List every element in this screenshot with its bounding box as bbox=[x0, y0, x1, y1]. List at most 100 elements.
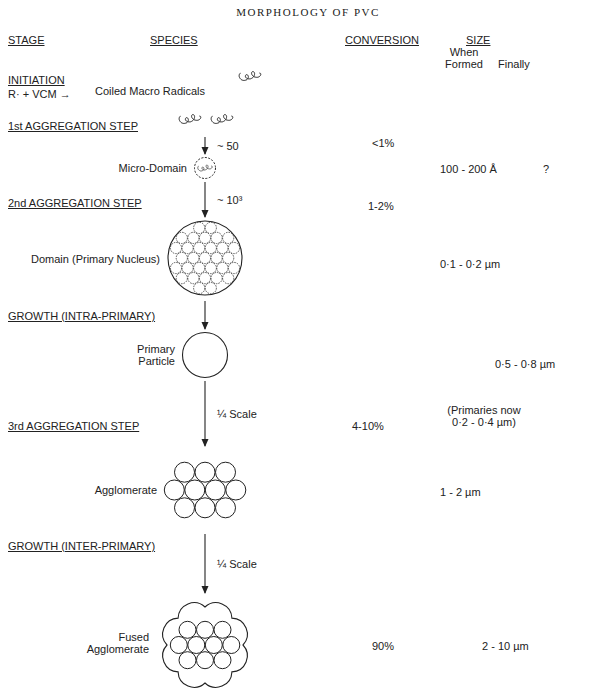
fused-primary bbox=[205, 637, 222, 654]
primary-particle bbox=[164, 480, 184, 500]
fused-primary bbox=[214, 652, 231, 669]
micro-domain-cell bbox=[199, 232, 210, 243]
domain-outline bbox=[168, 221, 242, 295]
primary-particle bbox=[175, 498, 195, 518]
micro-domain-cell bbox=[188, 273, 199, 284]
diagram-title: MORPHOLOGY OF PVC bbox=[0, 6, 616, 18]
column-subheading: When Formed bbox=[438, 46, 490, 70]
size-value: 100 - 200 Å bbox=[440, 163, 497, 175]
micro-domain-cell bbox=[205, 283, 216, 294]
primary-particle bbox=[216, 462, 236, 482]
primary-particle bbox=[175, 462, 195, 482]
arrow-label: ~ 50 bbox=[215, 140, 241, 152]
radical-group-shape bbox=[175, 103, 239, 135]
micro-domain-cell bbox=[176, 252, 187, 263]
fused-outline bbox=[163, 603, 248, 688]
coiled-radical bbox=[211, 115, 233, 124]
size-value: 2 - 10 µm bbox=[482, 640, 529, 652]
coiled-radical bbox=[239, 72, 261, 81]
micro-domain-cell bbox=[223, 252, 234, 263]
primary-particle bbox=[226, 480, 246, 500]
agglomerate: Agglomerate bbox=[60, 448, 247, 532]
column-heading: CONVERSION bbox=[345, 34, 419, 46]
conversion-value: 90% bbox=[372, 640, 394, 652]
micro-domain-cell bbox=[182, 242, 193, 253]
micro-domain-cell bbox=[205, 242, 216, 253]
species-name: Coiled Macro Radicals bbox=[95, 85, 205, 97]
fused-primary bbox=[179, 621, 196, 638]
primary-particle bbox=[205, 480, 225, 500]
micro-domain-cell bbox=[188, 232, 199, 243]
primary-particle bbox=[195, 498, 215, 518]
micro-domain-shape bbox=[193, 156, 217, 180]
micro-domain: Micro-Domain bbox=[90, 156, 217, 180]
primary-particle bbox=[185, 480, 205, 500]
micro-domain-outline bbox=[195, 158, 216, 179]
micro-domain-coils bbox=[198, 165, 212, 171]
micro-domain-cell bbox=[223, 232, 234, 243]
micro-domain-cell bbox=[194, 222, 205, 233]
species-name: Fused Agglomerate bbox=[77, 631, 149, 655]
fused-primary bbox=[223, 637, 240, 654]
species-name: Micro-Domain bbox=[119, 162, 187, 174]
micro-domain-cell bbox=[170, 242, 181, 253]
primary-particle bbox=[195, 462, 215, 482]
species-name: Agglomerate bbox=[95, 484, 157, 496]
micro-domain-cell bbox=[194, 262, 205, 273]
micro-domain-cell bbox=[205, 262, 216, 273]
arrow-label: ¼ Scale bbox=[215, 558, 259, 570]
column-subheading: Finally bbox=[498, 58, 530, 70]
micro-domain-cell bbox=[211, 252, 222, 263]
micro-domain-cell bbox=[228, 242, 239, 253]
domain: Domain (Primary Nucleus) bbox=[20, 219, 245, 299]
flow-arrow bbox=[204, 534, 205, 593]
micro-domain-cell bbox=[182, 262, 193, 273]
species-name: Domain (Primary Nucleus) bbox=[31, 253, 160, 265]
size-value: 1 - 2 µm bbox=[440, 486, 481, 498]
stage-name: GROWTH (INTRA-PRIMARY) bbox=[8, 310, 155, 322]
primary-particle-outline bbox=[183, 333, 228, 378]
size-value: 0·5 - 0·8 µm bbox=[495, 358, 555, 370]
micro-domain-cell bbox=[199, 273, 210, 284]
radical-group: Coiled Macro Radicals bbox=[95, 85, 255, 135]
flow-arrow bbox=[204, 381, 205, 446]
micro-domain-cell bbox=[176, 273, 187, 284]
micro-domain-cell bbox=[217, 262, 228, 273]
primary-particle bbox=[216, 498, 236, 518]
fused-primary bbox=[214, 621, 231, 638]
micro-domain-cell bbox=[170, 262, 181, 273]
micro-domain-cell bbox=[199, 252, 210, 263]
agglomerate-shape bbox=[163, 448, 247, 532]
stage-name: GROWTH (INTER-PRIMARY) bbox=[8, 540, 155, 552]
conversion-value: 1-2% bbox=[368, 200, 394, 212]
domain-shape bbox=[166, 219, 244, 297]
micro-domain-cell bbox=[194, 242, 205, 253]
stage-name: 2nd AGGREGATION STEP bbox=[8, 197, 142, 209]
primary-particle: Primary Particle bbox=[90, 331, 230, 379]
arrow-label: ~ 10³ bbox=[215, 194, 244, 206]
reaction-text: R· + VCM → bbox=[8, 88, 71, 100]
column-heading: STAGE bbox=[8, 34, 44, 46]
coiled-radical bbox=[179, 115, 201, 124]
fused-primary bbox=[179, 652, 196, 669]
flow-arrow bbox=[204, 182, 205, 217]
micro-domain-cell bbox=[211, 273, 222, 284]
fused-agglomerate: Fused Agglomerate bbox=[60, 595, 255, 695]
size-note: (Primaries now 0·2 - 0·4 µm) bbox=[443, 404, 525, 428]
column-heading: SIZE bbox=[466, 34, 490, 46]
micro-domain-cell bbox=[205, 222, 216, 233]
stage-name: 3rd AGGREGATION STEP bbox=[8, 420, 139, 432]
fused-primary bbox=[188, 637, 205, 654]
flow-arrow bbox=[204, 137, 205, 154]
micro-domain-cell bbox=[211, 232, 222, 243]
fused-agglomerate-shape bbox=[155, 595, 255, 695]
micro-domain-cell bbox=[228, 262, 239, 273]
species-name: Primary Particle bbox=[123, 343, 175, 367]
micro-domain-cell bbox=[217, 242, 228, 253]
conversion-value: 4-10% bbox=[352, 420, 384, 432]
arrow-label: ¼ Scale bbox=[215, 408, 259, 420]
size-value: ? bbox=[543, 163, 549, 175]
